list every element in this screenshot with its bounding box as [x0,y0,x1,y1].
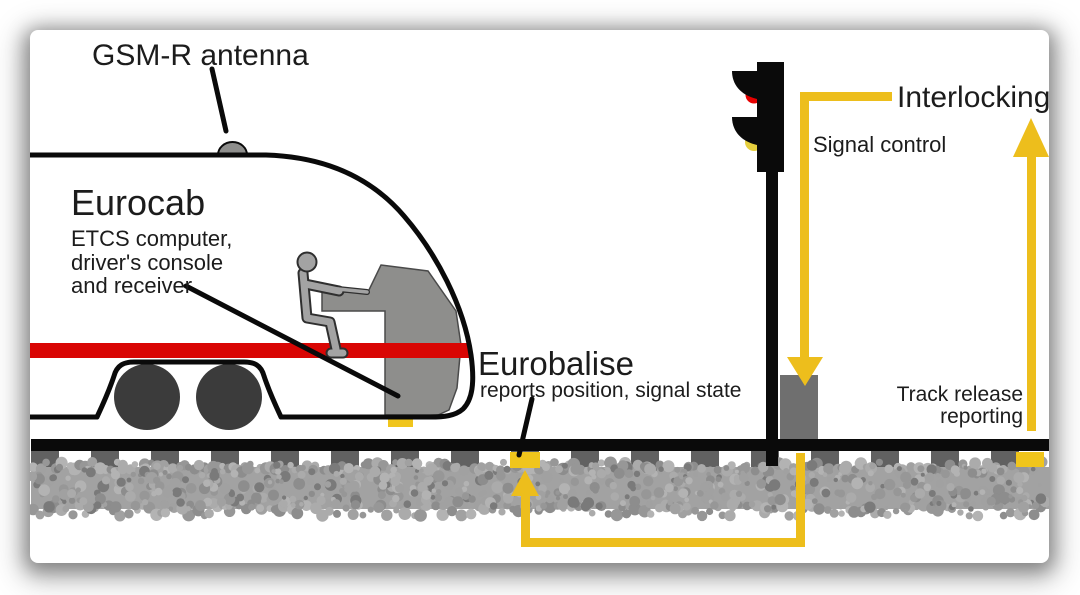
track-release-line [1027,155,1036,431]
signal-control-label: Signal control [813,132,947,157]
eurocab-description-line: driver's console [71,249,224,275]
interlocking-wire [800,92,892,101]
signal-head [757,62,784,172]
signal-pole [766,170,778,466]
underground-cable [521,538,805,547]
track-release-arrowhead [1013,118,1049,157]
diagram-page: GSM-R antenna Eurocab ETCS computer, dri… [30,30,1049,563]
track-release-label: Track release reporting [897,384,1023,428]
balise-uplink-arrowhead [511,470,539,496]
eurocab-label: Eurocab [71,182,206,223]
train [30,141,476,430]
driver-figure [296,251,370,359]
train-red-stripe [30,343,473,358]
gsmr-antenna-dome [216,141,249,156]
track-release-line2: reporting [940,405,1023,428]
train-wheel [196,364,262,430]
lineside-electronics-unit [780,375,818,439]
connections [511,92,1049,547]
eurobalise-label: Eurobalise [478,345,634,382]
balise-uplink-line [521,494,530,546]
train-body-outline [30,152,476,420]
gsmr-leader-line [209,66,229,134]
signal-control-line [800,92,809,358]
eurocab-description-line: ETCS computer, [71,226,233,251]
onboard-balise-reader [388,417,413,427]
eurocab-description-line: and receiver [71,273,193,298]
interlocking-label: Interlocking [897,81,1049,114]
track-release-line1: Track release [896,383,1023,406]
diagram-canvas [30,62,1049,547]
leu-cable-riser [796,453,805,547]
track-bed [30,439,1049,522]
eurocab-description: ETCS computer, driver's console and rece… [71,227,232,298]
leader-lines [183,66,535,458]
lineside-signal [732,62,784,466]
eurocab-leader-line [183,283,401,399]
eurobalise-description: reports position, signal state [480,379,742,402]
track-release-sensor [1016,452,1044,467]
driver-console [321,264,462,416]
eurobalise-unit [510,452,540,468]
signal-control-arrowhead [787,357,823,386]
ballast-texture [30,456,1049,522]
rail [31,439,1049,451]
signal-hood-bottom [732,117,757,145]
gsmr-antenna-label: GSM-R antenna [92,39,309,72]
signal-hood-top [732,71,757,99]
eurobalise-leader-line [516,396,535,458]
train-wheel [114,364,180,430]
